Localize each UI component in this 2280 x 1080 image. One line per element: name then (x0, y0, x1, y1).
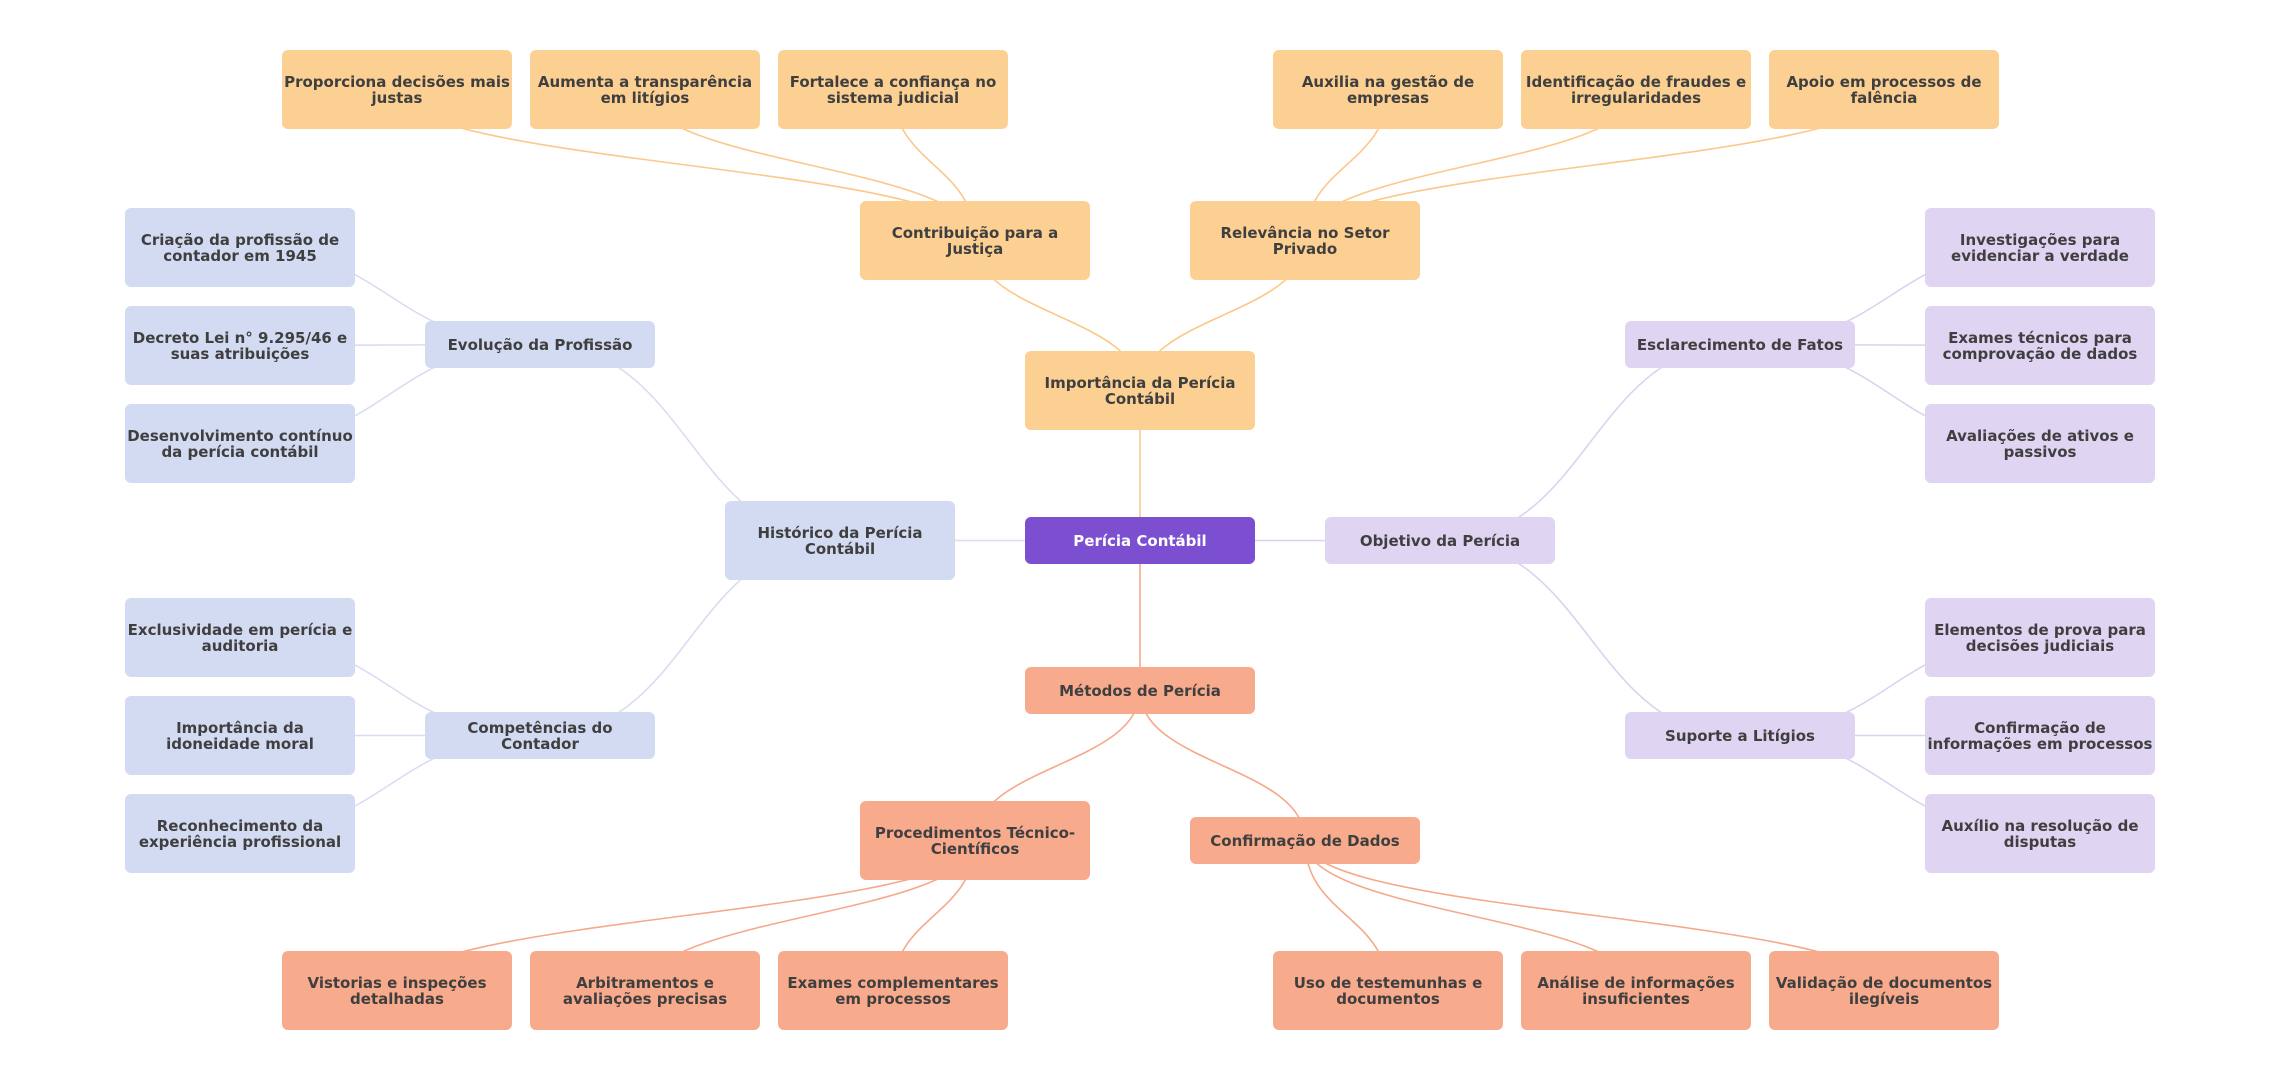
evolucao-node[interactable]: Evolução da Profissão (425, 321, 655, 368)
confirmacao-item-1[interactable]: Uso de testemunhas e documentos (1273, 951, 1503, 1030)
esclarecimento-node[interactable]: Esclarecimento de Fatos (1625, 321, 1855, 368)
procedimentos-node[interactable]: Procedimentos Técnico-Científicos (860, 801, 1090, 880)
esclarecimento-item-3[interactable]: Avaliações de ativos e passivos (1925, 404, 2155, 483)
connector-obj-escl (1439, 343, 1741, 542)
confirmacao-item-3[interactable]: Validação de documentos ilegíveis (1769, 951, 1999, 1030)
relevancia-item-3[interactable]: Apoio em processos de falência (1769, 50, 1999, 129)
historico-node[interactable]: Histórico da Perícia Contábil (725, 501, 955, 580)
evolucao-item-3[interactable]: Desenvolvimento contínuo da perícia cont… (125, 404, 355, 483)
objetivo-node[interactable]: Objetivo da Perícia (1325, 517, 1555, 564)
evolucao-item-2[interactable]: Decreto Lei n° 9.295/46 e suas atribuiçõ… (125, 306, 355, 385)
procedimentos-item-1[interactable]: Vistorias e inspeções detalhadas (282, 951, 512, 1030)
relevancia-node[interactable]: Relevância no Setor Privado (1190, 201, 1420, 280)
competencias-item-2[interactable]: Importância da idoneidade moral (125, 696, 355, 775)
suporte-item-3[interactable]: Auxílio na resolução de disputas (1925, 794, 2155, 873)
root-node[interactable]: Perícia Contábil (1025, 517, 1255, 564)
relevancia-item-1[interactable]: Auxilia na gestão de empresas (1273, 50, 1503, 129)
evolucao-item-1[interactable]: Criação da profissão de contador em 1945 (125, 208, 355, 287)
contribuicao-item-2[interactable]: Aumenta a transparência em litígios (530, 50, 760, 129)
metodos-node[interactable]: Métodos de Perícia (1025, 667, 1255, 714)
confirmacao-node[interactable]: Confirmação de Dados (1190, 817, 1420, 864)
competencias-node[interactable]: Competências do Contador (425, 712, 655, 759)
suporte-item-1[interactable]: Elementos de prova para decisões judicia… (1925, 598, 2155, 677)
suporte-node[interactable]: Suporte a Litígios (1625, 712, 1855, 759)
procedimentos-item-2[interactable]: Arbitramentos e avaliações precisas (530, 951, 760, 1030)
contribuicao-item-3[interactable]: Fortalece a confiança no sistema judicia… (778, 50, 1008, 129)
competencias-item-3[interactable]: Reconhecimento da experiência profission… (125, 794, 355, 873)
connector-met-conf (1139, 690, 1306, 841)
confirmacao-item-2[interactable]: Análise de informações insuficientes (1521, 951, 1751, 1030)
suporte-item-2[interactable]: Confirmação de informações em processos (1925, 696, 2155, 775)
contribuicao-item-1[interactable]: Proporciona decisões mais justas (282, 50, 512, 129)
relevancia-item-2[interactable]: Identificação de fraudes e irregularidad… (1521, 50, 1751, 129)
esclarecimento-item-2[interactable]: Exames técnicos para comprovação de dado… (1925, 306, 2155, 385)
contribuicao-node[interactable]: Contribuição para a Justiça (860, 201, 1090, 280)
esclarecimento-item-1[interactable]: Investigações para evidenciar a verdade (1925, 208, 2155, 287)
procedimentos-item-3[interactable]: Exames complementares em processos (778, 951, 1008, 1030)
importancia-node[interactable]: Importância da Perícia Contábil (1025, 351, 1255, 430)
competencias-item-1[interactable]: Exclusividade em perícia e auditoria (125, 598, 355, 677)
connector-obj-sup (1439, 539, 1741, 737)
